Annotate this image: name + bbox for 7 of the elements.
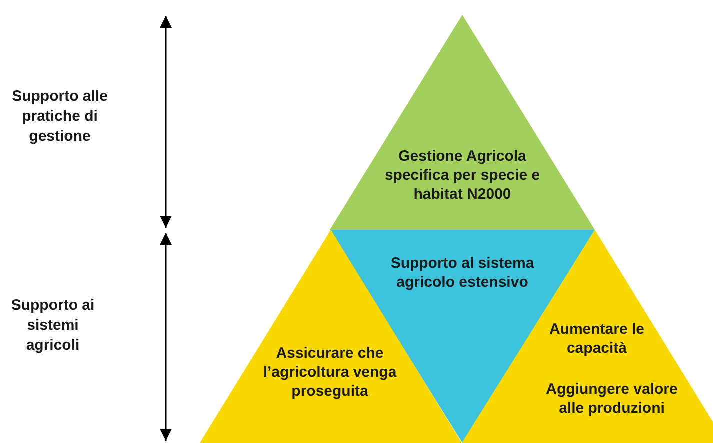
segment-label: Aggiungere valore alle produzioni [545,380,679,418]
bracket-label: Supporto alle pratiche di gestione [11,87,109,147]
segment-label: Gestione Agricola specifica per specie e habitat N2000 [384,147,542,204]
segment-label: Aumentare le capacità [548,320,646,358]
bracket-label: Supporto ai sistemi agricoli [10,296,96,356]
segment-label: Assicurare che l’agricoltura venga proseguita [262,344,398,401]
segment-label: Supporto al sistema agricolo estensivo [390,254,536,292]
